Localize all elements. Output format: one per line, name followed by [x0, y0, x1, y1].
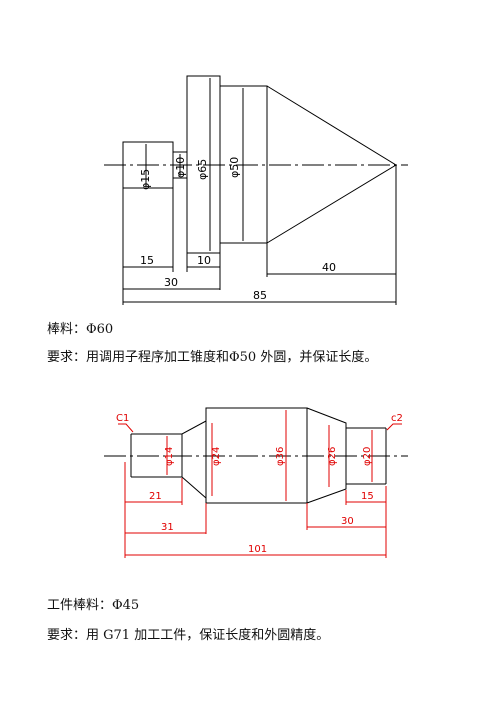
dim-d14: φ14	[164, 447, 175, 466]
section-d36	[205, 407, 308, 504]
dim-30b: 30	[341, 516, 354, 527]
dim-30: 30	[164, 276, 178, 289]
taper-right	[306, 407, 347, 504]
chamfer-c1: C1	[116, 413, 129, 424]
dim-d20: φ20	[362, 447, 373, 466]
dim-85: 85	[253, 289, 267, 302]
dim-40: 40	[322, 261, 336, 274]
requirement-2: 要求：用 G71 加工工件，保证长度和外圆精度。	[47, 628, 330, 643]
dim-d36: φ36	[275, 447, 286, 466]
dim-31: 31	[161, 522, 174, 533]
requirement-1: 要求：用调用子程序加工锥度和Φ50 外圆，并保证长度。	[47, 350, 378, 365]
dim-15b: 15	[361, 491, 374, 502]
dim-d10: φ10	[174, 157, 187, 178]
dim-d50: φ50	[228, 157, 241, 178]
dim-d26: φ26	[327, 447, 338, 466]
dim-101: 101	[248, 544, 267, 555]
dim-d24: φ24	[211, 447, 222, 466]
dim-15: 15	[140, 254, 154, 267]
stock-spec-1: 棒料：Φ60	[47, 322, 114, 337]
dim-21: 21	[149, 491, 162, 502]
dim-d15: φ15	[139, 169, 152, 190]
chamfer-c2: c2	[391, 413, 403, 424]
dim-10: 10	[197, 254, 211, 267]
dim-d65: φ65	[196, 159, 209, 180]
stock-spec-2: 工件棒料：Φ45	[47, 598, 140, 613]
section-d50	[219, 85, 268, 244]
